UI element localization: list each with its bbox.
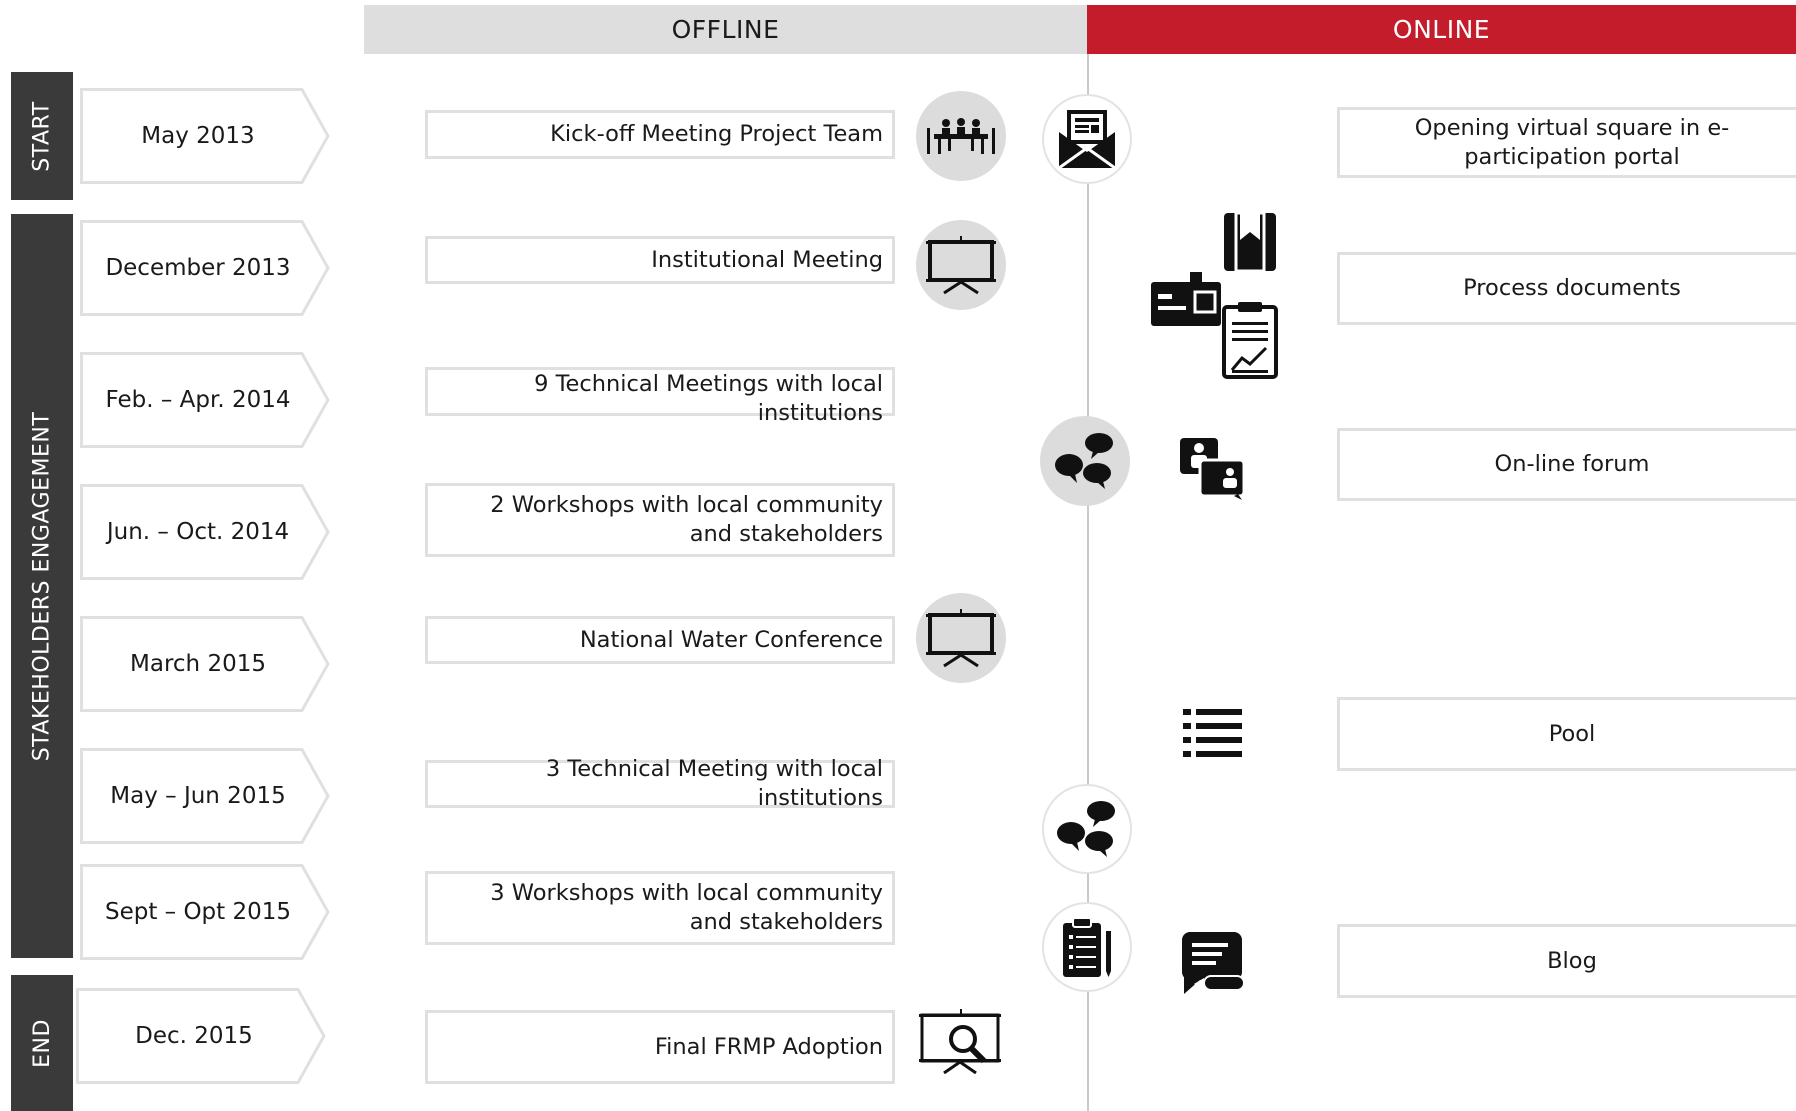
online-activity: Process documents	[1337, 252, 1796, 325]
phase-start: START	[11, 72, 73, 200]
blog-comment-icon	[1180, 930, 1246, 996]
chevron-shape	[80, 88, 330, 184]
team-meeting-icon	[916, 91, 1006, 181]
phase-start-label: START	[29, 100, 55, 172]
discussion-bubbles-icon	[1042, 784, 1132, 874]
chevron-shape	[80, 220, 330, 316]
chevron-shape	[76, 988, 326, 1084]
chevron-shape	[80, 616, 330, 712]
offline-activity: Kick-off Meeting Project Team	[425, 110, 895, 159]
offline-activity: 2 Workshops with local community and sta…	[425, 483, 895, 557]
date-label: March 2015	[130, 651, 266, 677]
date-label: Sept – Opt 2015	[104, 899, 292, 925]
date-label: May 2013	[141, 123, 255, 149]
phase-engagement-label: STAKEHOLDERS ENGAGEMENT	[29, 411, 55, 761]
chevron-shape	[80, 748, 330, 844]
phase-end: END	[11, 975, 73, 1111]
online-header: ONLINE	[1087, 5, 1796, 54]
online-activity: Pool	[1337, 697, 1796, 771]
divider-line	[1087, 54, 1089, 1111]
offline-activity: 3 Workshops with local community and sta…	[425, 871, 895, 945]
presentation-board-icon	[916, 220, 1006, 310]
offline-activity: Final FRMP Adoption	[425, 1010, 895, 1084]
clipboard-pencil-icon	[1042, 902, 1132, 992]
documents-cluster-icon	[1150, 212, 1278, 380]
date-label: December 2013	[105, 255, 291, 281]
offline-header: OFFLINE	[364, 5, 1087, 54]
newsletter-envelope-icon	[1042, 94, 1132, 184]
online-activity: Blog	[1337, 924, 1796, 998]
offline-activity: 3 Technical Meeting with local instituti…	[425, 756, 895, 811]
chevron-shape	[80, 484, 330, 580]
offline-activity: National Water Conference	[425, 616, 895, 664]
presentation-search-icon	[918, 1008, 1004, 1074]
chevron-shape	[80, 864, 330, 960]
date-label: Feb. – Apr. 2014	[105, 387, 291, 413]
online-activity: On-line forum	[1337, 428, 1796, 501]
list-icon	[1182, 706, 1244, 764]
discussion-bubbles-icon	[1040, 416, 1130, 506]
phase-engagement: STAKEHOLDERS ENGAGEMENT	[11, 214, 73, 958]
offline-activity: Institutional Meeting	[425, 236, 895, 284]
chevron-shape	[80, 352, 330, 448]
phase-end-label: END	[29, 1018, 55, 1068]
date-label: May – Jun 2015	[110, 783, 286, 809]
forum-users-icon	[1178, 436, 1248, 500]
offline-activity: 9 Technical Meetings with local institut…	[425, 367, 895, 426]
presentation-board-icon	[916, 593, 1006, 683]
date-label: Jun. – Oct. 2014	[106, 519, 290, 545]
online-activity: Opening virtual square in e-participatio…	[1337, 107, 1796, 178]
date-label: Dec. 2015	[135, 1023, 253, 1049]
